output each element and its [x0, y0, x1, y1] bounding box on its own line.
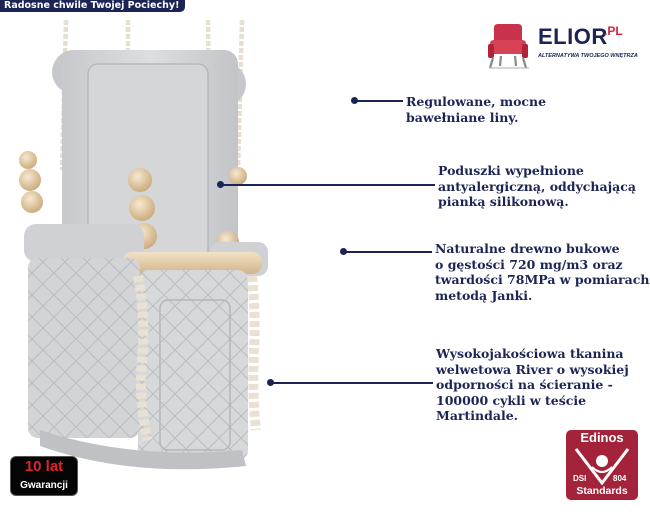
- annotation-cushion-line-2: antyalergiczną, oddychającą: [438, 178, 636, 194]
- brand-domain: .PL: [604, 24, 623, 38]
- annotation-marker-cushion: [217, 181, 224, 188]
- annotation-wood-line-1: Naturalne drewno bukowe: [435, 241, 620, 256]
- armchair-icon: [488, 24, 529, 69]
- warranty-badge: 10 lat Gwarancji: [10, 456, 78, 496]
- annotation-cushion-line-1: Poduszki wypełnione: [438, 163, 584, 178]
- elior-logo[interactable]: ELIOR .PL ALTERNATYWA TWOJEGO WNĘTRZA: [484, 22, 644, 70]
- product-image: [19, 20, 268, 470]
- annotation-fabric-line-5: Martindale.: [436, 408, 519, 423]
- annotation-wood-line-4: metodą Janki.: [435, 287, 533, 303]
- annotation-cushion-line-3: pianką silikonową.: [438, 194, 569, 209]
- annotation-leader-cushion: [221, 184, 435, 186]
- annotation-wood-line-2: o gęstości 720 mg/m3 oraz: [435, 256, 623, 272]
- annotation-fabric-line-3: odporności na ścieranie -: [436, 377, 613, 392]
- warranty-label: Gwarancji: [20, 480, 68, 491]
- badge-standards: Standards: [576, 485, 628, 497]
- annotation-rope-line-2: bawełniane liny.: [406, 109, 519, 125]
- slogan-banner: Radosne chwile Twojej Pociechy!: [0, 0, 186, 12]
- annotation-wood-line-3: twardości 78MPa w pomiarach: [435, 272, 650, 287]
- badge-title: Edinos: [580, 430, 624, 445]
- annotation-fabric-line-4: 100000 cykli w teście: [436, 392, 587, 408]
- annotation-marker-rope: [351, 97, 358, 104]
- annotation-marker-fabric: [267, 379, 274, 386]
- annotation-fabric-line-1: Wysokojakościowa tkanina: [436, 346, 624, 361]
- annotation-leader-fabric: [271, 382, 433, 384]
- annotation-marker-wood: [340, 248, 347, 255]
- annotation-leader-rope: [355, 100, 403, 102]
- annotation-text-fabric: Wysokojakościowa tkanina welwetowa River…: [436, 346, 629, 424]
- annotation-leader-wood: [344, 251, 432, 253]
- edinos-certification-badge: Edinos DSI 804 Standards: [566, 430, 638, 500]
- warranty-years: 10 lat: [24, 458, 64, 475]
- annotation-text-wood: Naturalne drewno bukowe o gęstości 720 m…: [435, 241, 649, 303]
- badge-dsi: DSI: [573, 474, 587, 483]
- brand-name: ELIOR: [538, 24, 608, 49]
- badge-code: 804: [613, 474, 627, 483]
- annotation-text-rope: Regulowane, mocne bawełniane liny.: [406, 94, 546, 125]
- certification-emblem-icon: [574, 448, 630, 485]
- annotation-fabric-line-2: welwetowa River o wysokiej: [436, 361, 629, 377]
- annotation-text-cushion: Poduszki wypełnione antyalergiczną, oddy…: [438, 163, 636, 210]
- brand-tagline: ALTERNATYWA TWOJEGO WNĘTRZA: [538, 53, 638, 59]
- annotation-rope-line-1: Regulowane, mocne: [406, 94, 547, 109]
